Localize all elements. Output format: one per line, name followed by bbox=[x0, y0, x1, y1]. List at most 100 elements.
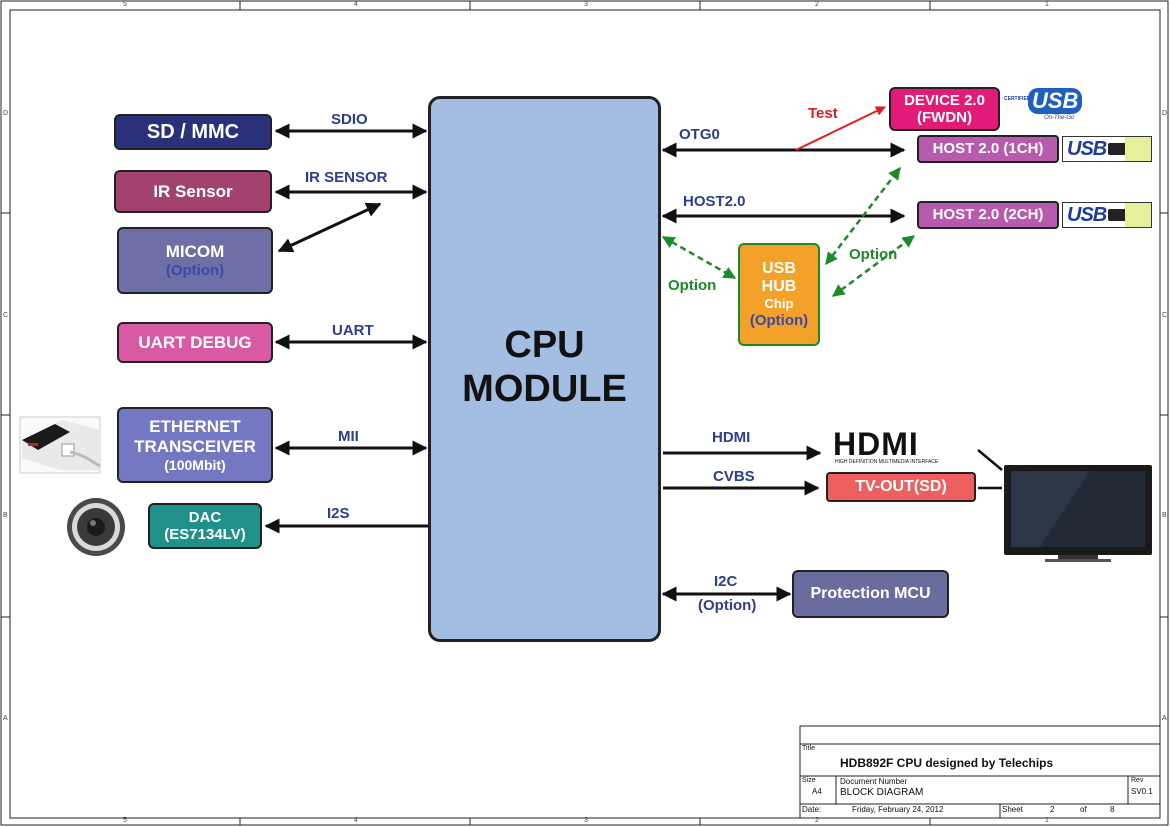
col-label-bottom-2: 2 bbox=[815, 817, 819, 824]
row-label-right-b: B bbox=[1162, 512, 1167, 519]
host-1ch-block: HOST 2.0 (1CH) bbox=[917, 135, 1059, 163]
micom-label: MICOM bbox=[165, 242, 225, 262]
dac-label: DAC bbox=[188, 508, 222, 526]
micom-option-label: (Option) bbox=[165, 261, 225, 279]
tv-out-label: TV-OUT(SD) bbox=[855, 477, 947, 495]
col-label-bottom-4: 4 bbox=[354, 817, 358, 824]
sdio-link-label: SDIO bbox=[331, 111, 368, 128]
option-arrow-cpu-hub bbox=[661, 235, 737, 280]
usb-stick-word-2: USB bbox=[1067, 203, 1107, 226]
ir-sensor-link-label: IR SENSOR bbox=[305, 169, 388, 186]
of-value: 8 bbox=[1110, 805, 1115, 814]
device-fwdn-block: DEVICE 2.0 (FWDN) bbox=[889, 87, 1000, 131]
row-label-right-c: C bbox=[1162, 312, 1168, 319]
col-label-top-1: 1 bbox=[1045, 1, 1049, 8]
col-label-top-3: 3 bbox=[584, 1, 588, 8]
col-label-bottom-3: 3 bbox=[584, 817, 588, 824]
otg0-link-label: OTG0 bbox=[679, 126, 720, 143]
usb-hub-chip-label: Chip bbox=[764, 295, 794, 311]
uart-link-label: UART bbox=[332, 322, 374, 339]
hdmi-logo-word: HDMI bbox=[833, 426, 919, 462]
test-link-label: Test bbox=[808, 105, 838, 122]
sheet-caption: Sheet bbox=[1002, 805, 1023, 814]
option-label-left: Option bbox=[668, 277, 717, 294]
row-label-left-d: D bbox=[3, 110, 9, 117]
tv-image bbox=[1004, 465, 1152, 562]
option-arrow-hub-host2 bbox=[831, 234, 916, 298]
router-image bbox=[19, 416, 101, 474]
usb-otg-logo: CERTIFIED USB On-The-Go bbox=[1004, 88, 1083, 124]
rev-value: SV0.1 bbox=[1131, 787, 1153, 796]
usb-hub-option-label: (Option) bbox=[749, 311, 809, 329]
hdmi-logo: HDMI HIGH DEFINITION MULTIMEDIA INTERFAC… bbox=[833, 426, 973, 468]
usb-plug-icon bbox=[1108, 143, 1129, 155]
host20-link-label: HOST2.0 bbox=[683, 193, 746, 210]
usb-logo-cert: CERTIFIED bbox=[1004, 96, 1031, 102]
dac-part-label: (ES7134LV) bbox=[164, 526, 246, 543]
cpu-module-block: CPU MODULE bbox=[428, 96, 661, 642]
docnum-value: BLOCK DIAGRAM bbox=[840, 787, 924, 798]
i2c-link-label: I2C bbox=[714, 573, 738, 590]
test-arrow bbox=[795, 106, 886, 151]
usb-plug-icon bbox=[1108, 209, 1129, 221]
ir-sensor-block: IR Sensor bbox=[114, 170, 272, 213]
fwdn-label: (FWDN) bbox=[917, 109, 972, 126]
row-label-right-d: D bbox=[1162, 110, 1168, 117]
usb-logo-caption: On-The-Go bbox=[1044, 115, 1075, 121]
ethernet-speed-label: (100Mbit) bbox=[164, 456, 226, 473]
row-label-left-b: B bbox=[3, 512, 8, 519]
dac-block: DAC (ES7134LV) bbox=[148, 503, 262, 549]
of-caption: of bbox=[1080, 805, 1087, 814]
option-label-right: Option bbox=[849, 246, 898, 263]
col-label-top-5: 5 bbox=[123, 1, 127, 8]
row-label-right-a: A bbox=[1162, 715, 1167, 722]
col-label-top-4: 4 bbox=[354, 1, 358, 8]
ethernet-transceiver-block: ETHERNET TRANSCEIVER (100Mbit) bbox=[117, 407, 273, 483]
ir-sensor-label: IR Sensor bbox=[153, 181, 233, 201]
transceiver-label: TRANSCEIVER bbox=[134, 436, 256, 456]
speaker-image bbox=[67, 498, 125, 556]
size-caption: Size bbox=[802, 777, 816, 784]
ethernet-label: ETHERNET bbox=[149, 417, 241, 437]
device-label: DEVICE 2.0 bbox=[904, 91, 985, 109]
hdmi-logo-tagline: HIGH DEFINITION MULTIMEDIA INTERFACE bbox=[835, 459, 939, 465]
usb-stick-logo-1: USB bbox=[1062, 136, 1152, 162]
micom-block: MICOM (Option) bbox=[117, 227, 273, 294]
date-value: Friday, February 24, 2012 bbox=[852, 805, 944, 814]
col-label-top-2: 2 bbox=[815, 1, 819, 8]
usb-logo-word: USB bbox=[1028, 88, 1083, 114]
docnum-caption: Document Number bbox=[840, 777, 908, 786]
usb-hub-hub-label: HUB bbox=[761, 278, 797, 296]
size-value: A4 bbox=[812, 787, 822, 796]
usb-stick-logo-2: USB bbox=[1062, 202, 1152, 228]
sheet-value: 2 bbox=[1050, 805, 1055, 814]
row-label-left-c: C bbox=[3, 312, 9, 319]
protection-mcu-block: Protection MCU bbox=[792, 570, 949, 618]
title-caption: Title bbox=[802, 745, 815, 752]
drawing-title: HDB892F CPU designed by Telechips bbox=[840, 756, 1054, 770]
mii-link-label: MII bbox=[338, 428, 359, 445]
hdmi-to-tv-line bbox=[977, 449, 1003, 471]
hdmi-link-label: HDMI bbox=[712, 429, 751, 446]
sd-mmc-block: SD / MMC bbox=[114, 114, 272, 150]
usb-stick-word-1: USB bbox=[1067, 137, 1107, 160]
host-1ch-label: HOST 2.0 (1CH) bbox=[932, 140, 1044, 158]
micom-arrow bbox=[277, 202, 382, 253]
sd-mmc-label: SD / MMC bbox=[146, 120, 240, 143]
usb-hub-block: USB HUB Chip (Option) bbox=[738, 243, 820, 346]
col-label-bottom-5: 5 bbox=[123, 817, 127, 824]
col-label-bottom-1: 1 bbox=[1045, 817, 1049, 824]
tv-out-block: TV-OUT(SD) bbox=[826, 472, 976, 502]
uart-debug-label: UART DEBUG bbox=[138, 332, 252, 352]
module-label: MODULE bbox=[462, 368, 627, 411]
host-2ch-label: HOST 2.0 (2CH) bbox=[932, 206, 1044, 224]
usb-hub-usb-label: USB bbox=[762, 260, 796, 278]
row-label-left-a: A bbox=[3, 715, 8, 722]
inner-frame bbox=[9, 9, 1161, 819]
host-2ch-block: HOST 2.0 (2CH) bbox=[917, 201, 1059, 229]
cpu-label: CPU bbox=[504, 324, 585, 367]
uart-debug-block: UART DEBUG bbox=[117, 322, 273, 363]
protection-mcu-label: Protection MCU bbox=[810, 584, 931, 602]
